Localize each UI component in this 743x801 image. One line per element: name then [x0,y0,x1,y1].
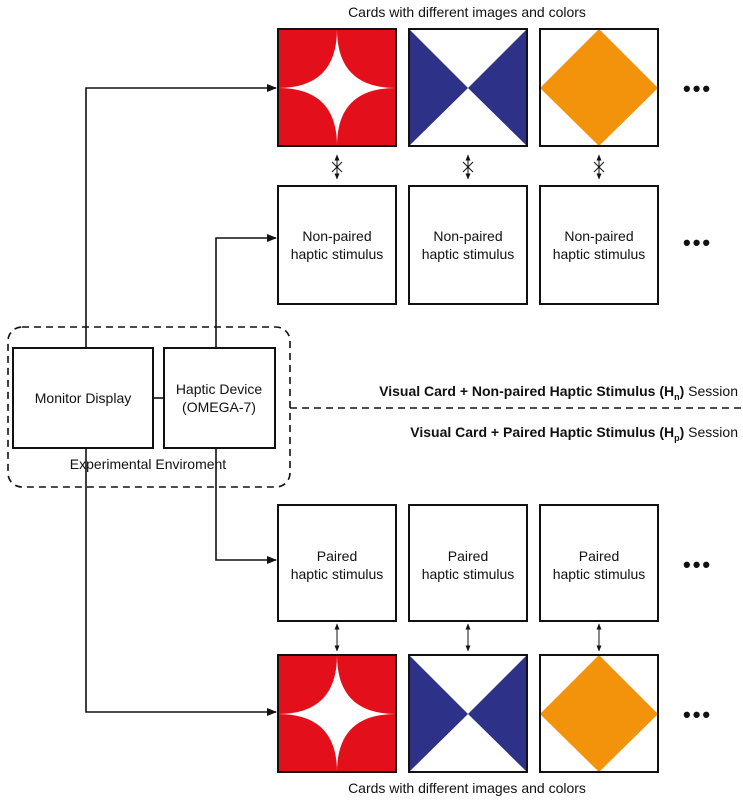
session-hp-label: Visual Card + Paired Haptic Stimulus (Hp… [410,424,738,443]
paired-line2: haptic stimulus [291,566,384,582]
top-card-diamond [539,28,659,147]
non-paired-box-2: Non-paired haptic stimulus [408,185,528,305]
bowtie-card-icon [409,29,527,146]
haptic-device-line2: (OMEGA-7) [182,399,256,415]
session-hp-suffix: Session [684,424,738,440]
paired-line2: haptic stimulus [553,566,646,582]
paired-box-1: Paired haptic stimulus [277,504,397,622]
paired-line1: Paired [448,548,488,564]
experimental-environment-boundary [7,326,291,488]
haptic-to-non-paired-arrow [215,234,277,348]
bottom-card-star [277,654,397,773]
paired-box-2: Paired haptic stimulus [408,504,528,622]
non-paired-line1: Non-paired [433,228,502,244]
non-paired-box-1: Non-paired haptic stimulus [277,185,397,305]
bowtie-card-icon [409,655,527,772]
session-hn-subscript: n [674,392,680,402]
card-border [408,654,528,773]
star-card-icon [278,29,396,146]
top-card-star [277,28,397,147]
card-border [408,28,528,147]
bottom-caption: Cards with different images and colors [348,780,586,796]
experimental-environment-label: Experimental Enviroment [70,456,227,472]
top-crossed-arrows [331,154,605,180]
bottom-cards-ellipsis: ••• [683,702,712,727]
bottom-double-arrows [334,623,602,652]
top-cards-ellipsis: ••• [683,76,712,101]
haptic-device-line1: Haptic Device [176,381,263,397]
paired-box-3: Paired haptic stimulus [539,504,659,622]
paired-line1: Paired [579,548,619,564]
card-border [277,654,397,773]
crossed-arrow-2 [462,154,474,180]
session-hn-bold: Visual Card + Non-paired Haptic Stimulus… [379,383,674,399]
paired-ellipsis: ••• [683,552,712,577]
star-card-icon [278,655,396,772]
crossed-arrow-1 [331,154,343,180]
haptic-to-paired-arrow [215,448,277,564]
top-card-bowtie [408,28,528,147]
non-paired-line2: haptic stimulus [553,246,646,262]
non-paired-line2: haptic stimulus [291,246,384,262]
monitor-to-bottom-cards-arrow [85,448,277,716]
non-paired-line2: haptic stimulus [422,246,515,262]
session-hp-bold: Visual Card + Paired Haptic Stimulus (H [410,424,674,440]
card-border [539,654,659,773]
non-paired-line1: Non-paired [564,228,633,244]
card-border [277,28,397,147]
paired-line2: haptic stimulus [422,566,515,582]
paired-line1: Paired [317,548,357,564]
session-hp-subscript: p [674,433,680,443]
session-hn-suffix: Session [684,383,738,399]
session-hp-close: ) [680,424,685,440]
top-caption: Cards with different images and colors [348,4,586,20]
crossed-arrow-3 [593,154,605,180]
non-paired-line1: Non-paired [302,228,371,244]
session-hn-label: Visual Card + Non-paired Haptic Stimulus… [379,383,738,402]
diamond-card-icon [540,29,658,146]
monitor-to-top-cards-arrow [85,84,277,348]
monitor-display-label: Monitor Display [35,390,131,406]
diamond-card-icon [540,655,658,772]
non-paired-box-3: Non-paired haptic stimulus [539,185,659,305]
non-paired-ellipsis: ••• [683,230,712,255]
haptic-device-box [163,347,276,449]
session-hn-close: ) [680,383,685,399]
bottom-card-diamond [539,654,659,773]
card-border [539,28,659,147]
bottom-card-bowtie [408,654,528,773]
